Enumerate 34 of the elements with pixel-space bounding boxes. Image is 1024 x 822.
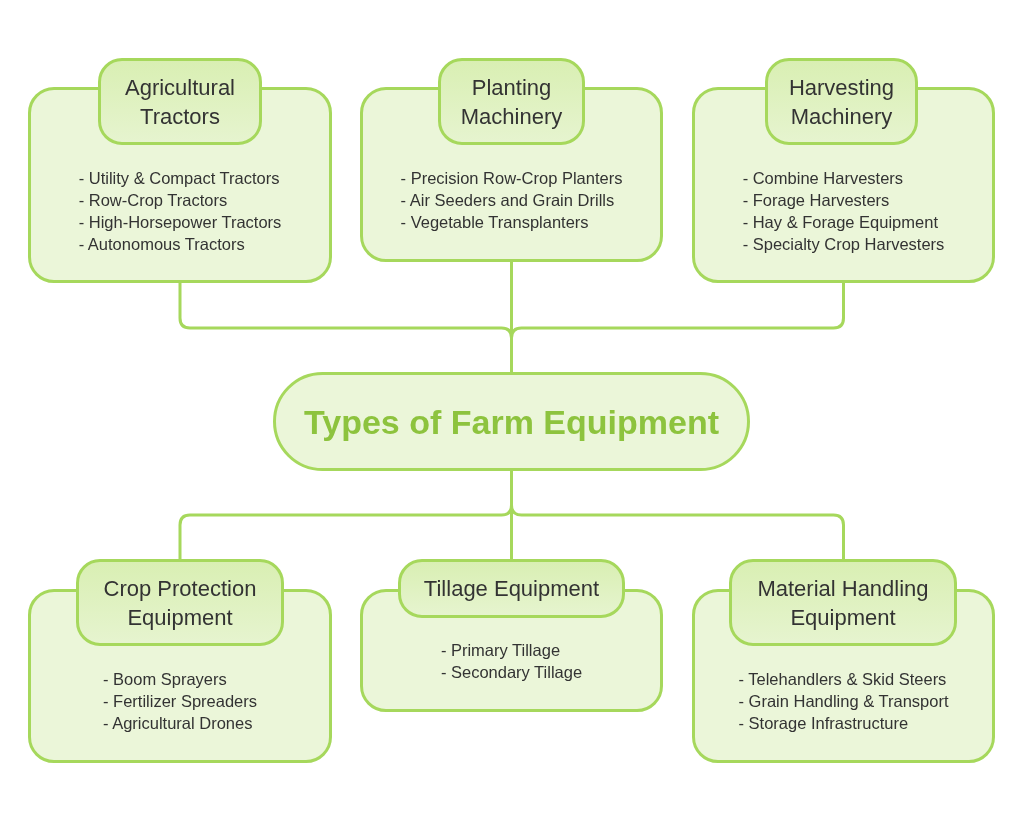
heading-tab: Planting Machinery <box>438 58 585 145</box>
list-item: - Air Seeders and Grain Drills <box>400 190 615 211</box>
connector-line <box>510 471 845 559</box>
list-item: - Vegetable Transplanters <box>400 212 589 233</box>
list-item: - Utility & Compact Tractors <box>78 168 280 189</box>
list-item: - Fertilizer Spreaders <box>102 691 257 712</box>
list-item: - Precision Row-Crop Planters <box>400 168 623 189</box>
category-card <box>360 559 663 712</box>
list-item: - Row-Crop Tractors <box>78 190 228 211</box>
list-item: - High-Horsepower Tractors <box>78 212 282 233</box>
list-item: - Storage Infrastructure <box>738 713 909 734</box>
list-item: - Forage Harvesters <box>742 190 890 211</box>
list-item: - Secondary Tillage <box>440 662 583 683</box>
heading-tab: Material Handling Equipment <box>729 559 957 646</box>
category-card <box>28 58 332 283</box>
list-item: - Hay & Forage Equipment <box>742 212 938 233</box>
connector-line <box>510 283 845 372</box>
category-card <box>28 559 332 763</box>
list-item: - Primary Tillage <box>440 640 561 661</box>
list-item: - Specialty Crop Harvesters <box>742 234 945 255</box>
list-item: - Combine Harvesters <box>742 168 904 189</box>
list-item: - Agricultural Drones <box>102 713 253 734</box>
heading-tab: Tillage Equipment <box>398 559 625 618</box>
list-item: - Grain Handling & Transport <box>738 691 949 712</box>
category-card <box>692 559 995 763</box>
heading-tab: Agricultural Tractors <box>98 58 262 145</box>
node-label: Types of Farm Equipment <box>304 401 719 442</box>
list-item: - Autonomous Tractors <box>78 234 245 255</box>
list-item: - Telehandlers & Skid Steers <box>738 669 947 690</box>
category-card <box>692 58 995 283</box>
category-card <box>360 58 663 262</box>
heading-tab: Harvesting Machinery <box>765 58 918 145</box>
heading-tab: Crop Protection Equipment <box>76 559 284 646</box>
list-item: - Boom Sprayers <box>102 669 227 690</box>
